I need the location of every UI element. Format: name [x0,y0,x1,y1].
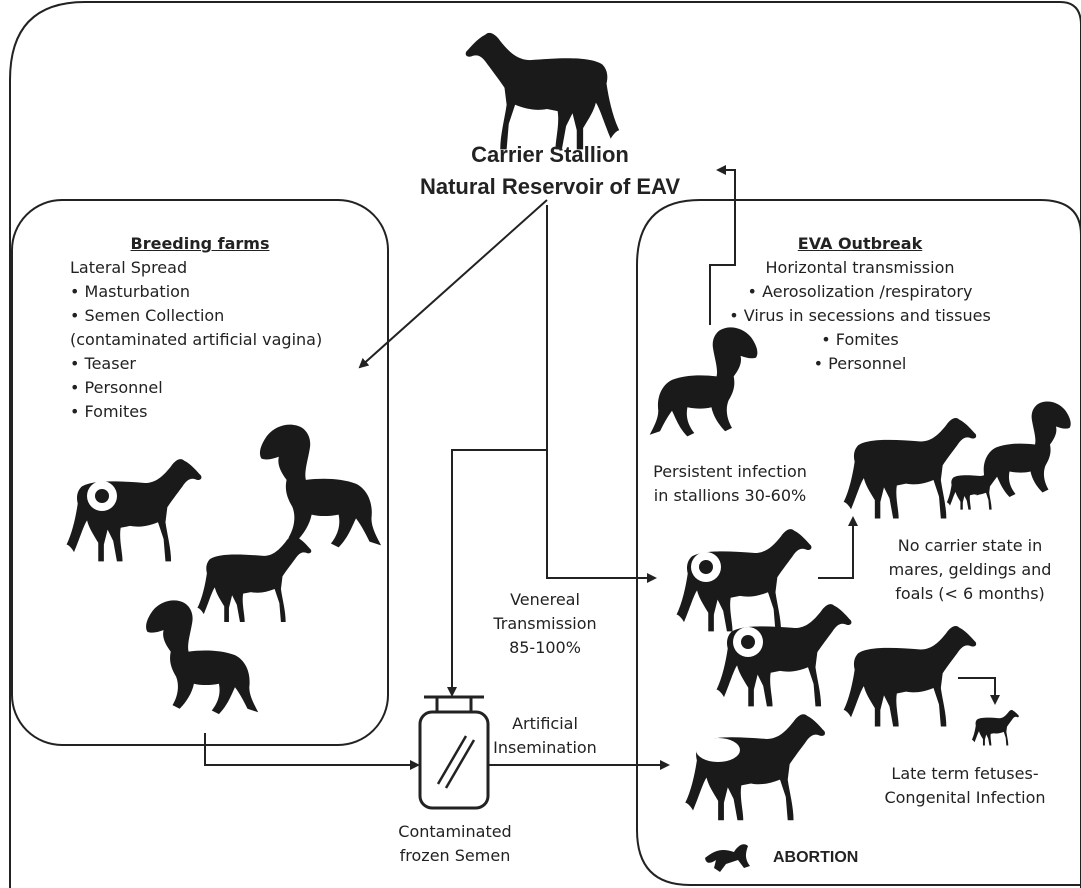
carrier-stallion-icon [466,33,620,149]
late-term-line-2: Congenital Infection [860,786,1070,810]
outbreak-line: • Fomites [735,328,985,352]
artificial-line-2: Insemination [480,736,610,760]
arrow-late-term [958,678,995,703]
semen-line-1: Contaminated [370,820,540,844]
breeding-line: • Semen Collection [70,304,322,328]
pregnant-mare-icon [844,626,976,726]
persistent-line-1: Persistent infection [630,460,830,484]
breeding-line: (contaminated artificial vagina) [70,328,322,352]
breeding-horse-1 [67,459,202,561]
semen-line-2: frozen Semen [370,844,540,868]
aborted-fetus-icon [705,844,750,872]
late-term-line-1: Late term fetuses- [860,762,1070,786]
infected-mare-1 [677,529,812,631]
arrow-farm-to-semen [205,733,418,765]
arrow-venereal [547,205,655,578]
venereal-line-2: Transmission [480,612,610,636]
no-carrier-line-1: No carrier state in [870,534,1070,558]
breeding-line: • Fomites [70,400,322,424]
abortion-label: ABORTION [773,846,858,870]
artificial-line-1: Artificial [480,712,610,736]
breeding-horse-2 [260,425,381,548]
persistent-line-2: in stallions 30-60% [630,484,830,508]
breeding-line: • Teaser [70,352,322,376]
outbreak-line: Horizontal transmission [735,256,985,280]
breeding-farms-list: Lateral Spread • Masturbation • Semen Co… [70,256,322,424]
breeding-horse-3 [197,536,311,622]
no-carrier-line-2: mares, geldings and [870,558,1070,582]
arrow-return-to-carrier [710,170,735,325]
venereal-line-3: 85-100% [480,636,610,660]
venereal-line-1: Venereal [480,588,610,612]
no-carrier-line-3: foals (< 6 months) [870,582,1070,606]
aborting-mare [685,714,825,820]
eva-outbreak-heading: EVA Outbreak [735,232,985,256]
infected-mare-2 [717,604,852,706]
outbreak-line: • Virus in secessions and tissues [725,304,995,328]
breeding-line: • Personnel [70,376,322,400]
title-line-2: Natural Reservoir of EAV [400,172,700,202]
outbreak-line: • Aerosolization /respiratory [735,280,985,304]
fetus-foal-icon [972,710,1019,746]
breeding-line: • Masturbation [70,280,322,304]
mare-icon [844,418,976,518]
gelding-icon [977,402,1071,497]
arrow-no-carrier [818,518,853,578]
title-line-1: Carrier Stallion [430,140,670,170]
breeding-line: Lateral Spread [70,256,322,280]
breeding-farms-heading: Breeding farms [60,232,340,256]
outbreak-line: • Personnel [735,352,985,376]
semen-container [420,697,488,808]
